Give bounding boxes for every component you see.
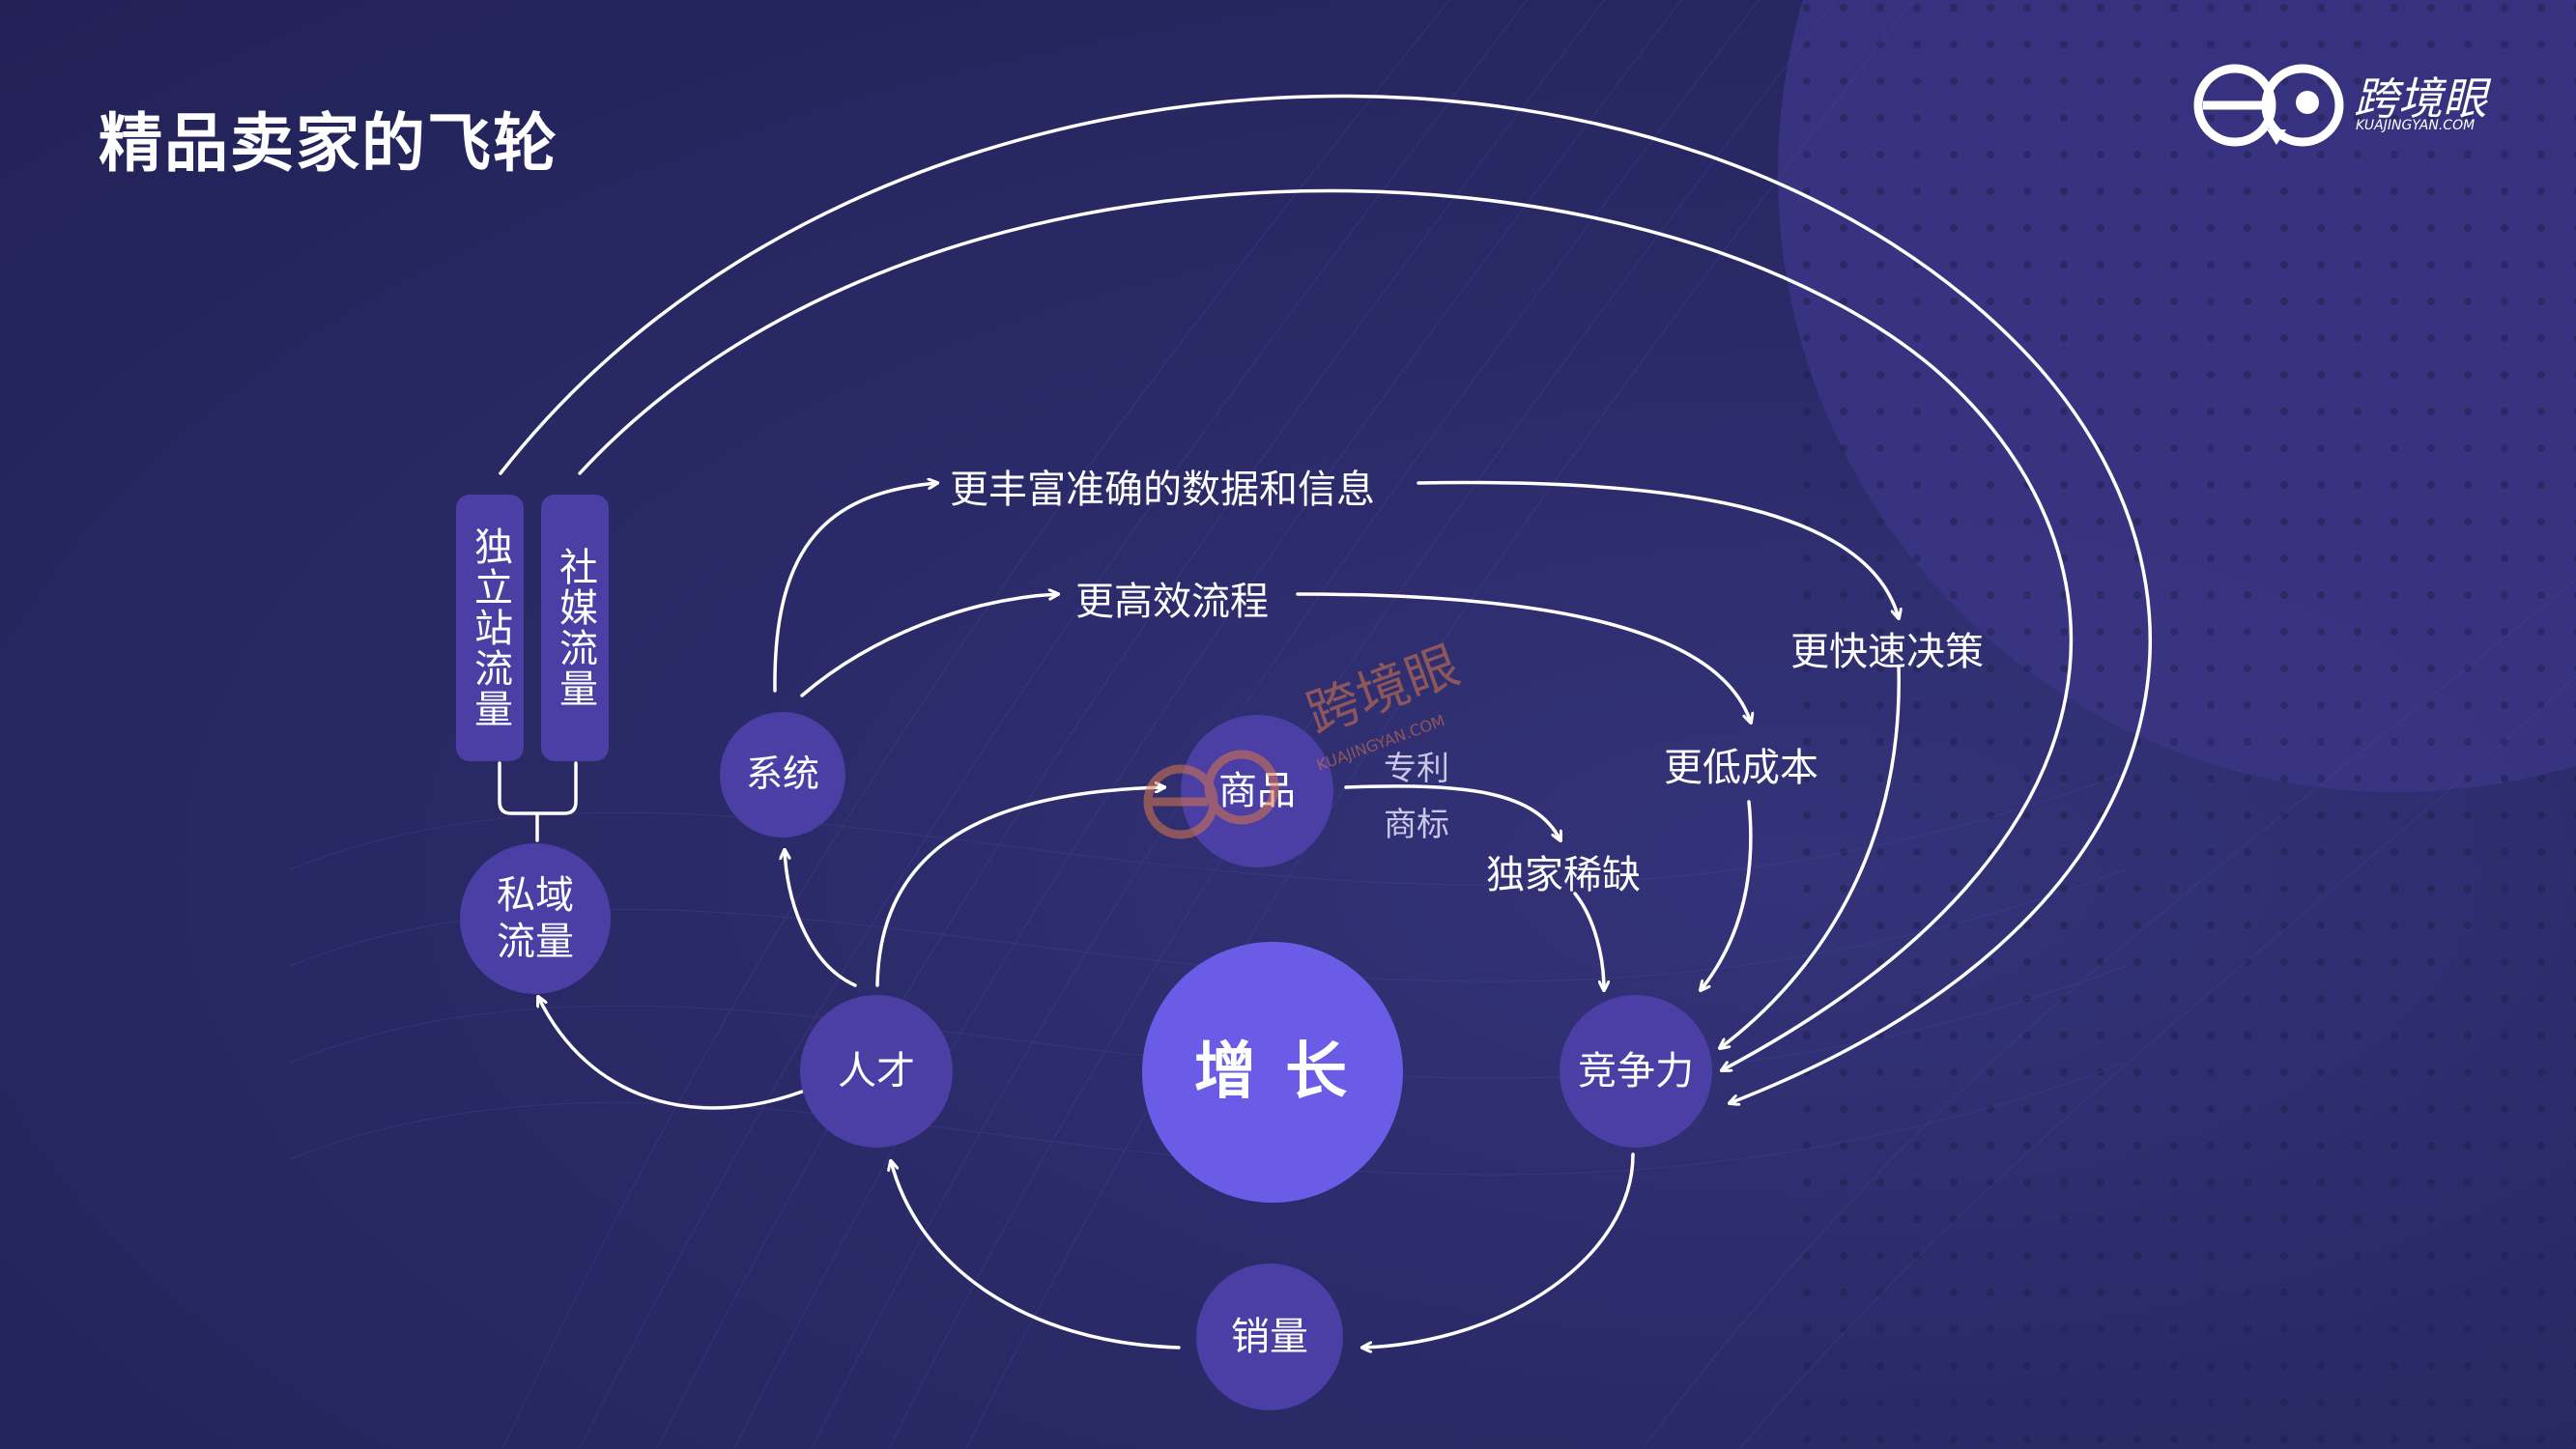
- label-exclusive: 独家稀缺: [1486, 853, 1641, 897]
- logo-text: 跨境眼: [2354, 72, 2487, 125]
- arc-system-to-process: [800, 594, 1058, 697]
- private-traffic-label: 私域流量: [497, 873, 574, 964]
- eye-logo-icon: [2193, 64, 2344, 147]
- eye-logo-icon: [1143, 750, 1279, 839]
- system-label: 系统: [745, 753, 819, 796]
- page-title: 精品卖家的飞轮: [99, 106, 558, 181]
- arc-standalone-to-competitiveness: [499, 94, 2152, 1103]
- logo: 跨境眼 KUAJINGYAN.COM: [2191, 58, 2501, 155]
- arc-data-to-decision: [1417, 480, 1899, 618]
- competitiveness-label: 竞争力: [1578, 1049, 1694, 1094]
- node-growth: 增 长: [1142, 942, 1403, 1203]
- node-private-traffic: 私域流量: [460, 843, 611, 994]
- label-patent: 专利: [1384, 750, 1449, 788]
- dot-grid: [1797, 0, 2576, 1449]
- growth-label: 增 长: [1193, 1036, 1352, 1108]
- node-competitiveness: 竞争力: [1560, 995, 1712, 1148]
- arc-talent-to-system: [785, 850, 857, 987]
- sales-label: 销量: [1231, 1315, 1308, 1359]
- talent-label: 人才: [838, 1049, 915, 1094]
- arc-system-to-data: [773, 483, 937, 693]
- arc-talent-to-private: [538, 997, 804, 1110]
- node-talent: 人才: [800, 995, 953, 1148]
- standalone-traffic-label: 独立站流量: [468, 526, 512, 729]
- arc-decision-to-competitiveness: [1720, 665, 1901, 1048]
- arc-exclusive-to-competitiveness: [1573, 892, 1604, 990]
- pill-standalone-traffic: 独立站流量: [456, 495, 524, 761]
- arc-competitiveness-to-sales: [1362, 1152, 1635, 1348]
- pills-bracket: [498, 761, 578, 842]
- arc-talent-to-product: [875, 787, 1164, 987]
- label-lower-cost: 更低成本: [1664, 746, 1818, 790]
- product-label: 商品: [1218, 769, 1296, 813]
- label-faster-decision: 更快速决策: [1790, 630, 1984, 674]
- pill-social-traffic: 社媒流量: [541, 495, 609, 761]
- label-trademark: 商标: [1384, 806, 1449, 844]
- node-system: 系统: [720, 712, 845, 838]
- watermark: 跨境眼 KUAJINGYAN.COM: [1140, 635, 1488, 869]
- label-richer-data: 更丰富准确的数据和信息: [950, 468, 1375, 512]
- arc-social-to-competitiveness: [578, 188, 2074, 1070]
- label-efficient-process: 更高效流程: [1075, 580, 1269, 624]
- arc-process-to-cost: [1296, 592, 1751, 723]
- node-sales: 销量: [1196, 1264, 1343, 1410]
- logo-subtext: KUAJINGYAN.COM: [2356, 118, 2476, 133]
- arc-cost-to-competitiveness: [1701, 800, 1753, 990]
- social-traffic-label: 社媒流量: [553, 547, 597, 709]
- arc-sales-to-talent: [891, 1161, 1181, 1350]
- arc-product-to-exclusive: [1344, 784, 1560, 840]
